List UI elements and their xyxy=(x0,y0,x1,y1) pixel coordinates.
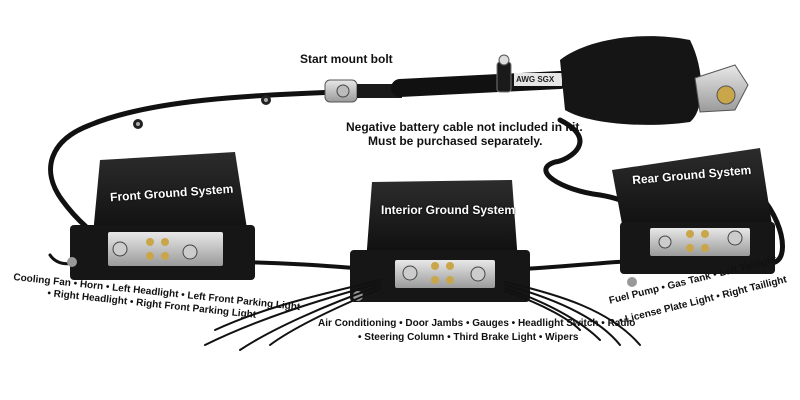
start-mount-bolt-terminal xyxy=(324,79,402,103)
interior-circuits-line1: Air Conditioning • Door Jambs • Gauges •… xyxy=(318,318,636,329)
start-mount-bolt-label: Start mount bolt xyxy=(300,52,393,66)
rear-ground-box-graphic xyxy=(612,148,775,287)
negative-cable-note-line2: Must be purchased separately. xyxy=(368,134,543,148)
cable-marking: AWG SGX xyxy=(516,75,555,84)
battery-terminal-boot xyxy=(560,36,749,125)
interior-ground-system-title: Interior Ground System xyxy=(381,203,516,217)
cable-clip xyxy=(261,95,271,105)
interior-circuits-line2: • Steering Column • Third Brake Light • … xyxy=(358,332,579,343)
wire-pigtails xyxy=(204,279,641,351)
front-ground-box-graphic xyxy=(67,152,255,280)
negative-cable-note-line1: Negative battery cable not included in k… xyxy=(346,120,583,134)
cable-clip xyxy=(133,119,143,129)
battery-cable xyxy=(391,54,569,97)
